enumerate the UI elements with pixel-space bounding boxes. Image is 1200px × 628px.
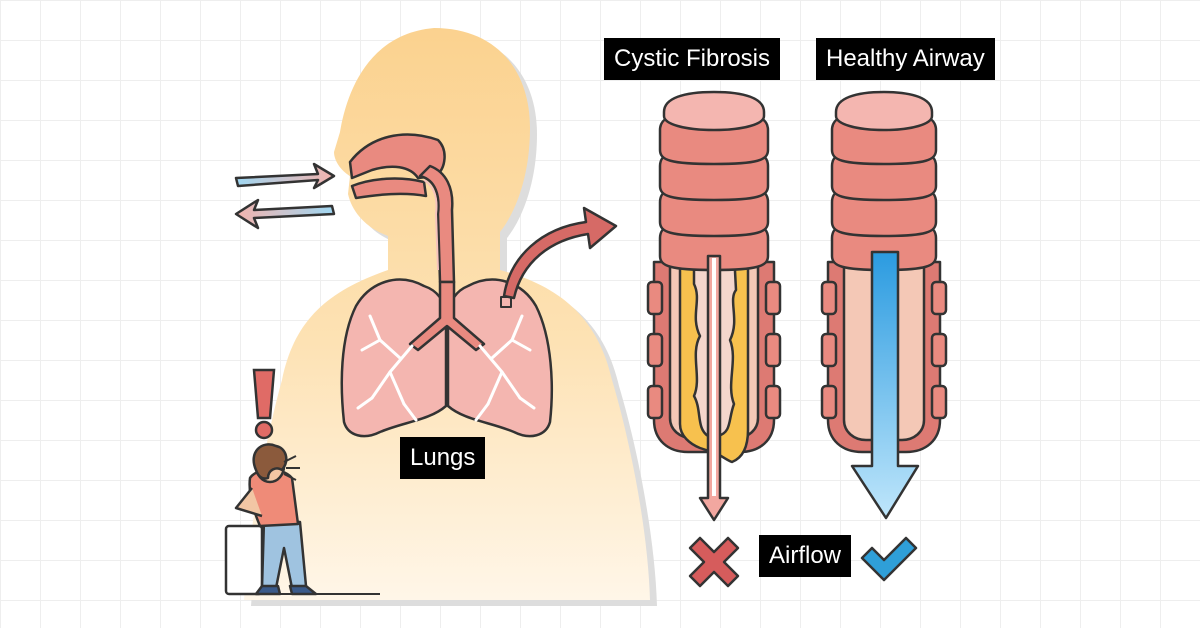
checkmark-icon	[862, 538, 916, 580]
healthy-airway	[822, 92, 946, 518]
healthy-airway-label: Healthy Airway	[816, 38, 995, 80]
airflow-label: Airflow	[759, 535, 851, 577]
exhale-arrow	[236, 200, 334, 228]
exclamation-icon	[254, 370, 274, 438]
cystic-fibrosis-airway	[648, 92, 780, 520]
cystic-fibrosis-label: Cystic Fibrosis	[604, 38, 780, 80]
inhale-arrow	[236, 164, 334, 188]
lungs-label: Lungs	[400, 437, 485, 479]
cross-icon	[690, 538, 738, 586]
